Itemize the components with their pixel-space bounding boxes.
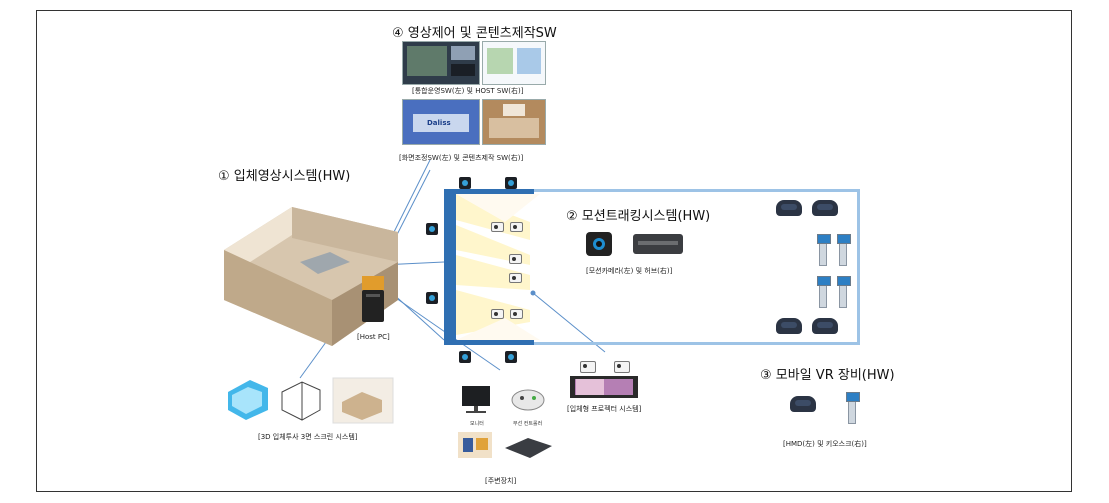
kiosk-icon: [837, 276, 851, 308]
peripheral-caption: [주변장치]: [485, 477, 517, 485]
motion-title: ② 모션트래킹시스템(HW): [566, 209, 711, 224]
screen-adjust-sw-screenshot: Daliss: [402, 99, 480, 145]
stage-screen-wall: [444, 189, 456, 345]
ops-sw-screenshot: [402, 41, 480, 85]
mobile-title: ③ 모바일 VR 장비(HW): [760, 368, 895, 383]
kiosk-icon: [837, 234, 851, 266]
room-front-wall: [224, 250, 332, 346]
mobile-caption: [HMD(左) 및 키오스크(右)]: [783, 440, 867, 448]
kiosk-icon: [817, 276, 831, 308]
projector: [510, 222, 523, 232]
diagram-frame: [36, 10, 1072, 492]
tracking-camera: [426, 292, 438, 304]
projector: [491, 222, 504, 232]
projector: [509, 273, 522, 283]
host-pc-shape: [362, 290, 384, 322]
projector-unit: [580, 361, 596, 373]
line-pc-peripheral: [379, 286, 501, 371]
hmd-icon: [776, 200, 802, 216]
host-pc-top: [362, 276, 384, 290]
tracking-camera: [459, 177, 471, 189]
room-back-wall: [292, 207, 398, 262]
hmd-icon: [812, 318, 838, 334]
host-pc-caption: [Host PC]: [357, 333, 390, 341]
keyboard-shape: [505, 438, 552, 458]
room-table: [300, 252, 350, 274]
sw-title: ④ 영상제어 및 콘텐츠제작SW: [392, 26, 557, 41]
hmd-icon: [776, 318, 802, 334]
screen-system-caption: [3D 입체투사 3면 스크린 시스템]: [258, 433, 358, 441]
host-sw-screenshot: [482, 41, 546, 85]
tracking-camera: [505, 177, 517, 189]
stage-screen-top: [444, 189, 534, 194]
monitor-shape: [462, 386, 490, 406]
projector: [491, 309, 504, 319]
beam-5: [456, 194, 540, 222]
tracking-camera: [459, 351, 471, 363]
gamepad-shape: [511, 389, 545, 411]
gamepad-label: 무선 컨트롤러: [513, 421, 543, 427]
kiosk-icon: [817, 234, 831, 266]
mobile-hmd-icon: [790, 396, 816, 412]
projector: [510, 309, 523, 319]
sw-caption-bottom: [화면조정SW(左) 및 콘텐츠제작 SW(右)]: [399, 154, 524, 162]
mobile-kiosk-icon: [846, 392, 860, 424]
motion-caption: [모션카메라(左) 및 허브(右)]: [586, 267, 673, 275]
tracking-camera: [426, 223, 438, 235]
stage-screen-bottom: [444, 340, 534, 345]
tracking-camera: [505, 351, 517, 363]
sw-caption-top: [통합운영SW(左) 및 HOST SW(右)]: [412, 87, 524, 95]
monitor-label: 모니터: [470, 421, 484, 427]
projector: [509, 254, 522, 264]
content-sw-screenshot: [482, 99, 546, 145]
connector-dot: [530, 290, 536, 296]
hw3d-title: ① 입체영상시스템(HW): [218, 169, 351, 184]
hmd-icon: [812, 200, 838, 216]
projector-unit: [614, 361, 630, 373]
screen-wire-shape: [281, 381, 321, 421]
beam-6: [456, 318, 540, 340]
projector-caption: [입체형 프로젝터 시스템]: [567, 405, 642, 413]
